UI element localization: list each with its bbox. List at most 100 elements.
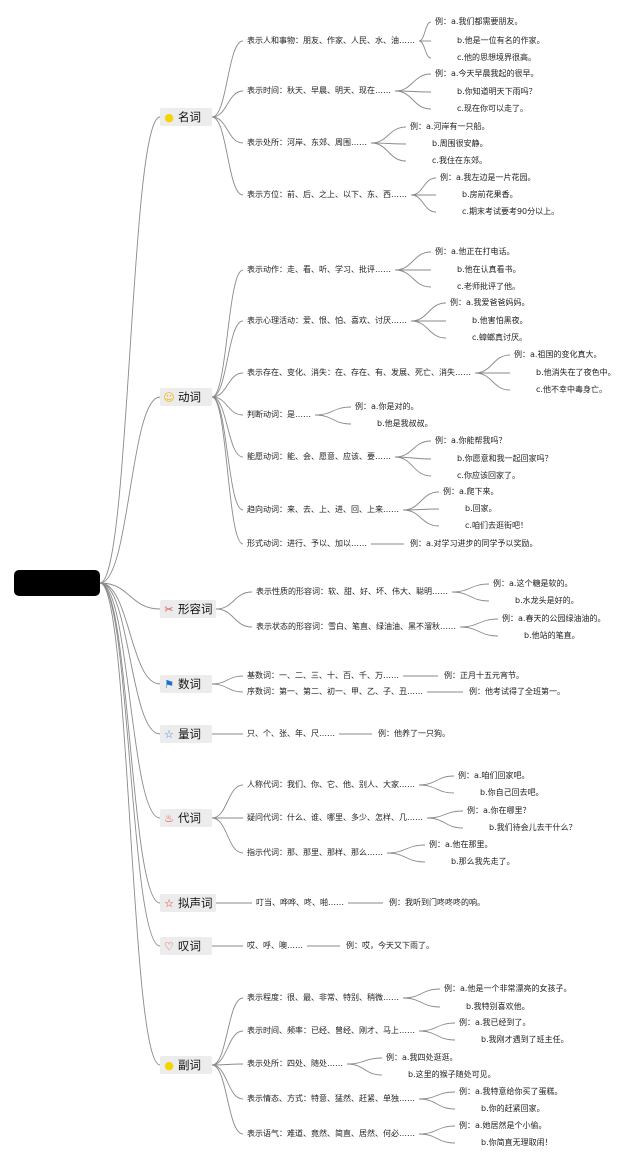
example-text[interactable]: 例：正月十五元宵节。	[444, 671, 524, 680]
category-node-8[interactable]: ♡叹词	[160, 937, 212, 955]
example-text[interactable]: b.你简直无理取闹！	[481, 1138, 553, 1147]
example-text[interactable]: 例：a.她居然是个小偷。	[459, 1121, 547, 1130]
example-text[interactable]: 例：a.我爱爸爸妈妈。	[450, 298, 530, 307]
example-text[interactable]: c.你应该回家了。	[457, 471, 520, 480]
example-text[interactable]: 例：a.今天早晨我起的很早。	[435, 69, 539, 78]
example-text[interactable]: 例：a.咱们回家吧。	[458, 771, 530, 780]
example-text[interactable]: b.这里的猴子随处可见。	[408, 1070, 496, 1079]
group-label[interactable]: 指示代词：那、那里、那样、那么……	[247, 848, 383, 857]
group-label[interactable]: 表示人和事物：朋友、作家、人民、水、油……	[247, 36, 415, 45]
category-node-1[interactable]: ●名词	[160, 108, 212, 126]
root-to-category-line	[99, 582, 161, 1066]
group-label[interactable]: 形式动词：进行、予以、加以……	[247, 539, 367, 548]
example-text[interactable]: b.他消失在了夜色中。	[536, 368, 616, 377]
example-text[interactable]: 例：a.河岸有一只船。	[410, 122, 490, 131]
example-text[interactable]: c.他的思想境界很高。	[457, 53, 536, 62]
category-node-3[interactable]: ✂形容词	[160, 600, 216, 618]
group-label[interactable]: 哎、呼、噢……	[247, 941, 303, 950]
example-text[interactable]: b.你愿意和我一起回家吗？	[457, 454, 553, 463]
category-node-7[interactable]: ☆拟声词	[160, 894, 216, 912]
example-text[interactable]: b.他是我叔叔。	[377, 419, 433, 428]
example-text[interactable]: 例：a.你是对的。	[355, 402, 419, 411]
root-node[interactable]	[14, 570, 100, 596]
example-text[interactable]: c.老师批评了他。	[457, 282, 520, 291]
example-text[interactable]: 例：a.我左边是一片花园。	[440, 173, 536, 182]
group-label[interactable]: 表示性质的形容词：软、甜、好、坏、伟大、聪明……	[256, 587, 448, 596]
example-text[interactable]: b.他站的笔直。	[524, 631, 580, 640]
group-label[interactable]: 趋向动词：来、去、上、进、回、上来……	[247, 505, 399, 514]
group-to-example-line	[474, 372, 511, 391]
example-text[interactable]: 例：他养了一只狗。	[378, 729, 450, 738]
group-label[interactable]: 表示状态的形容词：雪白、笔直、绿油油、黑不溜秋……	[256, 622, 456, 631]
example-text[interactable]: b.我刚才遇到了班主任。	[481, 1035, 569, 1044]
group-label[interactable]: 表示情态、方式：特意、猛然、赶紧、单独……	[247, 1094, 415, 1103]
group-label[interactable]: 表示时间：秋天、早晨、明天、现在……	[247, 86, 391, 95]
example-text[interactable]: b.回家。	[465, 504, 497, 513]
example-text[interactable]: b.周围很安静。	[432, 139, 488, 148]
group-to-example-line	[459, 618, 499, 628]
group-label[interactable]: 基数词：一、二、三、十、百、千、万……	[247, 671, 399, 680]
example-text[interactable]: 例：a.春天的公园绿油油的。	[502, 614, 606, 623]
example-text[interactable]: 例：a.我四处逛逛。	[386, 1053, 458, 1062]
group-label[interactable]: 表示存在、变化、消失：在、存在、有、发展、死亡、消失……	[247, 368, 471, 377]
category-node-2[interactable]: ☺动词	[160, 388, 212, 406]
category-to-group-line	[211, 116, 244, 196]
group-label[interactable]: 人称代词：我们、你、它、他、别人、大家……	[247, 780, 415, 789]
example-text[interactable]: c.咱们去逛街吧！	[465, 521, 528, 530]
example-text[interactable]: b.他是一位有名的作家。	[457, 36, 545, 45]
group-label[interactable]: 表示程度：很、最、非常、特别、稍微……	[247, 993, 399, 1002]
group-to-example-line	[418, 784, 455, 794]
example-text[interactable]: 例：a.对学习进步的同学予以奖励。	[410, 539, 538, 548]
example-text[interactable]: b.他在认真看书。	[457, 265, 521, 274]
example-text[interactable]: c.我住在东郊。	[432, 156, 487, 165]
group-label[interactable]: 表示方位：前、后、之上、以下、东、西……	[247, 190, 407, 199]
example-text[interactable]: b.你知道明天下雨吗？	[457, 87, 537, 96]
group-label[interactable]: 序数词：第一、第二、初一、甲、乙、子、丑……	[247, 687, 423, 696]
category-to-group-line	[211, 396, 244, 545]
example-text[interactable]: c.他不幸中毒身亡。	[536, 385, 607, 394]
group-label[interactable]: 疑问代词：什么、谁、哪里、多少、怎样、几……	[247, 813, 423, 822]
example-text[interactable]: 例：a.我特意给你买了蛋糕。	[459, 1087, 563, 1096]
example-text[interactable]: c.现在你可以走了。	[457, 104, 528, 113]
example-text[interactable]: b.他害怕黑夜。	[472, 316, 528, 325]
category-node-4[interactable]: ⚑数词	[160, 675, 212, 693]
group-label[interactable]: 表示时间、频率：已经、曾经、刚才、马上……	[247, 1026, 415, 1035]
group-label[interactable]: 表示处所：河岸、东郊、周围……	[247, 138, 367, 147]
example-text[interactable]: b.水龙头是好的。	[515, 596, 579, 605]
example-text[interactable]: 例：他考试得了全班第一。	[469, 687, 565, 696]
example-text[interactable]: 例：我听到门咚咚咚的响。	[389, 898, 485, 907]
group-label[interactable]: 能愿动词：能、会、愿意、应该、要……	[247, 452, 391, 461]
example-text[interactable]: 例：a.爬下来。	[443, 487, 499, 496]
example-text[interactable]: b.你的赶紧回家。	[481, 1104, 545, 1113]
example-text[interactable]: b.我们待会儿去干什么？	[489, 823, 577, 832]
group-label[interactable]: 只、个、张、年、尺……	[247, 729, 335, 738]
category-node-9[interactable]: ●副词	[160, 1056, 212, 1074]
group-to-example-line	[394, 251, 432, 271]
example-text[interactable]: 例：a.这个糖是软的。	[493, 579, 573, 588]
example-text[interactable]: 例：a.你在哪里？	[467, 806, 531, 815]
group-to-example-line	[370, 142, 407, 162]
example-text[interactable]: 例：a.他是一个非常漂亮的女孩子。	[444, 984, 572, 993]
example-text[interactable]: 例：a.我们都需要朋友。	[435, 17, 523, 26]
group-label[interactable]: 判断动词：是……	[247, 410, 311, 419]
example-text[interactable]: b.房前花果香。	[462, 190, 518, 199]
category-node-6[interactable]: ♨代词	[160, 809, 212, 827]
group-label[interactable]: 表示处所：四处、随处……	[247, 1059, 343, 1068]
category-to-group-line	[215, 608, 253, 628]
group-label[interactable]: 表示语气：难道、竟然、简直、居然、何必……	[247, 1129, 415, 1138]
example-text[interactable]: 例：a.你能帮我吗？	[435, 436, 507, 445]
category-node-5[interactable]: ☆量词	[160, 725, 212, 743]
example-text[interactable]: 例：a.我已经到了。	[459, 1018, 531, 1027]
example-text[interactable]: b.你自己回去吧。	[480, 788, 544, 797]
example-text[interactable]: c.蟑螂真讨厌。	[472, 333, 527, 342]
group-label[interactable]: 表示动作：走、看、听、学习、批评……	[247, 265, 391, 274]
group-label[interactable]: 叮当、哗哗、咚、啪……	[256, 898, 344, 907]
example-text[interactable]: 例：哎，今天又下雨了。	[346, 941, 434, 950]
example-text[interactable]: 例：a.他正在打电话。	[435, 247, 515, 256]
example-text[interactable]: c.期末考试要考90分以上。	[462, 207, 560, 216]
group-label[interactable]: 表示心理活动：爱、恨、怕、喜欢、讨厌……	[247, 316, 407, 325]
example-text[interactable]: b.我特别喜欢他。	[466, 1002, 530, 1011]
example-text[interactable]: 例：a.他在那里。	[429, 840, 493, 849]
example-text[interactable]: 例：a.祖国的变化真大。	[514, 350, 602, 359]
example-text[interactable]: b.那么我先走了。	[451, 857, 515, 866]
